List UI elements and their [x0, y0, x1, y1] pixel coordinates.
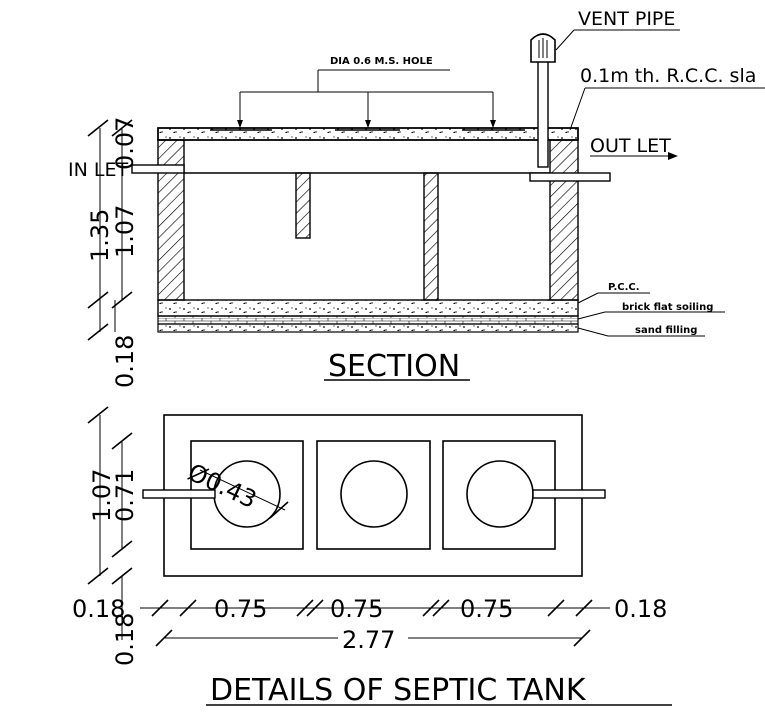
partition-wall	[423, 172, 439, 301]
plan-dim-0-71: 0.71	[111, 469, 139, 522]
brick-soling-layer	[157, 315, 579, 325]
inlet-pipe	[131, 164, 185, 174]
plan-view: Ø0.43 1.07 0.71 0.18 0.18 0.75 0.75 0.75…	[72, 406, 672, 708]
chamber-2	[316, 440, 431, 550]
plan-dim-1-07: 1.07	[88, 469, 116, 522]
left-wall	[157, 139, 185, 301]
pcc-label: P.C.C.	[608, 282, 640, 293]
plan-dim-0-18-vertical: 0.18	[111, 613, 139, 666]
baffle-wall	[295, 172, 311, 239]
vent-pipe-label: VENT PIPE	[578, 8, 675, 30]
rcc-slab-label: 0.1m th. R.C.C. sla	[580, 65, 756, 87]
section-title: SECTION	[328, 349, 460, 384]
plan-dim-0-7-a: 0.75	[330, 595, 383, 623]
plan-outlet-pipe	[532, 489, 606, 499]
dim-0-07: 0.07	[111, 117, 139, 170]
pcc-layer	[157, 299, 579, 317]
plan-dim-0-18-left: 0.18	[72, 595, 125, 623]
outlet-pipe	[529, 172, 611, 182]
inlet-label: IN LET	[68, 159, 128, 181]
ms-hole-label: DIA 0.6 M.S. HOLE	[330, 56, 433, 67]
outlet-label: OUT LET	[590, 135, 671, 157]
plan-dim-0-75: 0.75	[214, 595, 267, 623]
sand-filling-layer	[157, 323, 579, 333]
vent-pipe	[537, 59, 549, 168]
brick-soling-label: brick flat soiling	[622, 302, 713, 313]
section-view: DIA 0.6 M.S. HOLE VENT PIPE 0.1m th. R.C…	[68, 8, 765, 388]
plan-dim-0-7-b: 0.75	[460, 595, 513, 623]
plan-inlet-pipe	[142, 489, 216, 499]
manhole-dia-label: Ø0.43	[183, 458, 260, 514]
plan-dim-0-18-right: 0.18	[614, 595, 667, 623]
right-wall	[549, 139, 579, 301]
plan-dim-total: 2.77	[342, 626, 395, 654]
details-title: DETAILS OF SEPTIC TANK	[210, 673, 587, 708]
manhole-3	[466, 460, 534, 528]
sand-filling-label: sand filling	[635, 325, 697, 336]
dim-1-35: 1.35	[86, 209, 114, 262]
dim-1-07: 1.07	[111, 205, 139, 258]
manhole-2	[340, 460, 408, 528]
dim-0-18: 0.18	[111, 335, 139, 388]
